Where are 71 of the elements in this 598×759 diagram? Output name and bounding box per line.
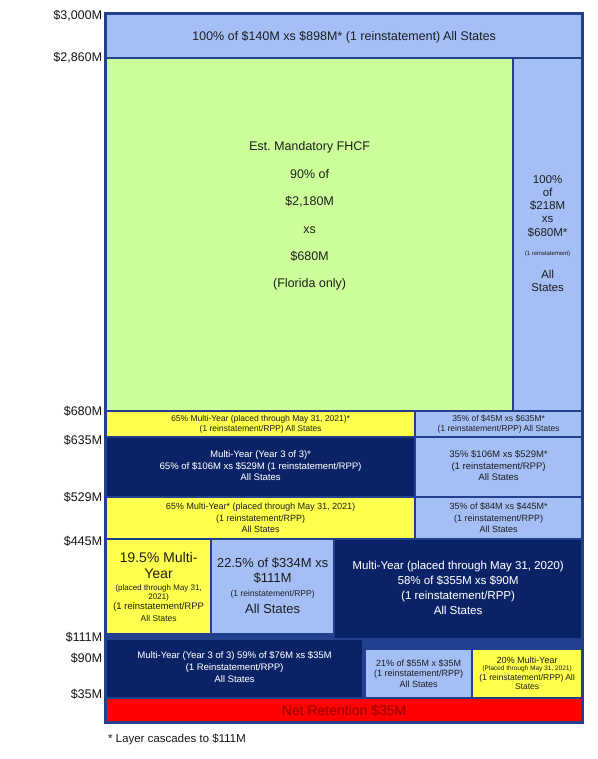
layer-text: (Florida only) <box>273 276 346 291</box>
layer-block <box>416 498 581 538</box>
axis-label: $111M <box>66 630 102 644</box>
layer-text: All States <box>479 524 518 535</box>
layer-block <box>107 15 581 57</box>
layer-block <box>107 412 414 436</box>
layer-text: All States <box>240 473 281 484</box>
layer-text: 100% of $218M xs $680M* <box>528 174 568 240</box>
layer-text: 65% Multi-Year* (placed through May 31, 2021) <box>166 501 356 512</box>
layer-block <box>416 438 581 496</box>
axis-label: $35M <box>70 687 102 701</box>
layer-text: 58% of $355M xs $90M <box>398 574 518 588</box>
layer-text: Multi-Year (Year 3 of 3)* <box>210 450 311 461</box>
layer-text: Net Retention $35M <box>282 702 406 718</box>
layer-text: All States <box>241 524 280 535</box>
layer-text: xs <box>303 222 316 236</box>
layer-text: 100% of $140M xs $898M* (1 reinstatement) All States <box>192 28 496 44</box>
layer-block <box>366 650 471 697</box>
layer-block <box>212 540 333 633</box>
layer-text: (1 Reinstatement/RPP) <box>186 663 284 674</box>
layer-text: All States <box>140 614 176 624</box>
layer-text: (placed through May 31, 2021) <box>114 582 202 601</box>
axis-label: $90M <box>70 651 102 665</box>
layer-text: All States <box>434 605 482 618</box>
layer-text: (1 reinstatement/RPP) <box>230 589 315 599</box>
layer-text: All States <box>531 268 564 296</box>
layer-text: Multi-Year (placed through May 31, 2020) <box>352 560 564 573</box>
layer-text: All States <box>399 678 438 690</box>
layer-text: 35% $106M xs $529M* <box>449 450 548 461</box>
layer-text: (1 reinstatement/RPP) All States <box>200 424 322 434</box>
layer-block <box>335 540 581 638</box>
layer-text: All States <box>478 473 519 484</box>
axis-label: $529M <box>64 490 102 504</box>
layer-text: (1 reinstatement/RPP) <box>452 462 546 472</box>
layer-block <box>473 650 581 697</box>
footnote: * Layer cascades to $111M <box>108 733 246 745</box>
layer-block <box>107 59 512 410</box>
layer-text: 35% of $45M xs $635M* <box>452 414 545 424</box>
layer-text: (1 reinstatement/RPP <box>113 602 204 613</box>
layer-block <box>107 640 362 697</box>
layer-block <box>107 438 414 496</box>
layer-text: (1 reinstatement/RPP) <box>374 668 464 679</box>
layer-text: 65% Multi-Year (placed through May 31, 2021)* <box>171 414 350 424</box>
layer-text: 65% of $106M xs $529M (1 reinstatement/RPP) <box>160 462 362 472</box>
layer-text: $2,180M <box>285 194 334 208</box>
layer-block <box>514 59 581 410</box>
layer-text: All States <box>214 674 255 686</box>
layer-text: 90% of <box>290 166 329 182</box>
layer-text: 35% of $84M xs $445M* <box>449 501 548 512</box>
layer-block <box>107 540 210 633</box>
layer-text: (1 reinstatement/RPP) All States <box>438 424 560 434</box>
layer-text: 21% of $55M x $35M <box>376 658 462 668</box>
layer-text: 20% Multi-Year <box>496 654 558 665</box>
layer-text: Est. Mandatory FHCF <box>249 139 370 154</box>
layer-text: Multi-Year (Year 3 of 3) 59% of $76M xs $35M <box>137 651 332 662</box>
axis-label: $680M <box>64 404 102 418</box>
layer-text: (1 reinstatement/RPP) <box>216 512 306 524</box>
layer-text: All States <box>245 602 300 617</box>
axis-label: $3,000M <box>53 8 102 22</box>
layer-text: (1 reinstatement/RPP) All States <box>478 672 576 692</box>
layer-text: 19.5% Multi-Year <box>118 549 198 582</box>
axis-label: $635M <box>64 433 102 447</box>
retention-bar <box>107 699 581 721</box>
layer-block <box>416 412 581 436</box>
layer-text: (1 reinstatement/RPP) <box>401 590 515 604</box>
axis-label: $445M <box>64 534 102 548</box>
layer-text: 22.5% of $334M xs $111M <box>216 556 330 586</box>
layer-text: $680M <box>290 248 329 264</box>
layer-block <box>107 498 414 538</box>
layer-text: (1 reinstatement/RPP) <box>454 512 544 524</box>
axis-label: $2,860M <box>53 50 102 64</box>
